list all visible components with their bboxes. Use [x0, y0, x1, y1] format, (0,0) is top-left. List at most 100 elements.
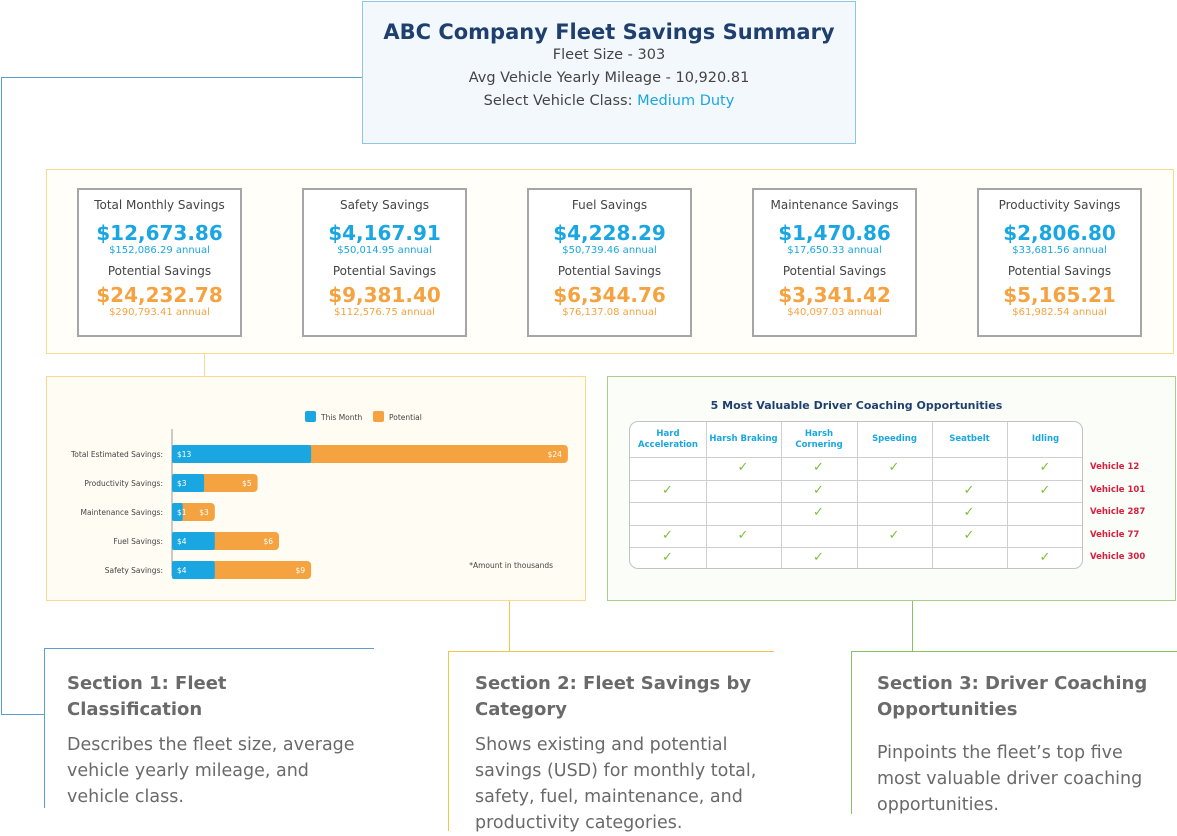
fleet-summary-header: ABC Company Fleet Savings Summary Fleet …: [362, 1, 856, 144]
section-1-title: Section 1: Fleet Classification: [67, 673, 227, 720]
vehicle-label[interactable]: Vehicle 12: [1090, 462, 1140, 472]
card-potential-value: $24,232.78: [96, 283, 223, 307]
legend-swatch: [305, 411, 316, 422]
bar-this-month: [172, 532, 215, 550]
data-label-this-month: $3: [177, 479, 187, 488]
data-label-potential: $9: [296, 566, 306, 575]
checkmark-icon: ✓: [963, 482, 975, 498]
column-header: Idling: [1031, 434, 1060, 444]
checkmark-icon: ✓: [813, 550, 824, 566]
vehicle-class-row: Select Vehicle Class: Medium Duty: [363, 90, 855, 113]
data-label-this-month: $1: [177, 508, 187, 517]
card-potential-label: Potential Savings: [332, 264, 437, 278]
column-header: Speeding: [872, 434, 917, 444]
card-potential-annual: $290,793.41 annual: [109, 307, 210, 318]
section-2-title: Section 2: Fleet Savings by Category: [475, 673, 752, 720]
column-divider: [857, 422, 858, 568]
card-value: $12,673.86: [96, 221, 223, 245]
row-divider: [630, 547, 1082, 549]
checkmark-icon: ✓: [1039, 482, 1051, 498]
checkmark-icon: ✓: [1039, 550, 1051, 566]
column-header: Harsh Braking: [709, 434, 778, 444]
page-title: ABC Company Fleet Savings Summary: [383, 20, 835, 44]
card-potential-value: $5,165.21: [1003, 283, 1116, 307]
data-label-this-month: $13: [177, 450, 192, 459]
card-annual: $17,650.33 annual: [787, 245, 882, 256]
fleet-size: Fleet Size - 303: [552, 47, 666, 63]
column-divider: [1007, 422, 1008, 568]
card-productivity: Productivity Savings $2,806.80 $33,681.5…: [977, 188, 1142, 337]
data-label-this-month: $4: [177, 537, 187, 546]
coaching-panel: 5 Most Valuable Driver Coaching Opportun…: [607, 376, 1176, 601]
section-3-text: Pinpoints the fleet’s top five most valu…: [877, 743, 1143, 815]
column-divider: [932, 422, 933, 568]
checkmark-icon: ✓: [737, 527, 749, 543]
card-potential-label: Potential Savings: [107, 264, 212, 278]
legend-swatch: [373, 411, 384, 422]
card-annual: $50,739.46 annual: [562, 245, 657, 256]
card-fuel: Fuel Savings $4,228.29 $50,739.46 annual…: [527, 188, 692, 337]
avg-mileage: Avg Vehicle Yearly Mileage - 10,920.81: [468, 70, 750, 86]
column-header: Seatbelt: [949, 434, 990, 444]
data-label-this-month: $4: [177, 566, 187, 575]
card-label: Total Monthly Savings: [94, 198, 225, 212]
bar-potential: [198, 474, 258, 492]
checkmark-icon: ✓: [963, 527, 975, 543]
data-label-potential: $5: [242, 479, 252, 488]
category-label: Maintenance Savings:: [80, 508, 163, 517]
checkmark-icon: ✓: [813, 505, 824, 521]
category-label: Safety Savings:: [105, 566, 163, 575]
card-potential-label: Potential Savings: [1007, 264, 1112, 278]
bar-this-month: [172, 503, 183, 521]
section-3-title: Section 3: Driver Coaching Opportunities: [877, 673, 1148, 720]
vehicle-label[interactable]: Vehicle 287: [1090, 507, 1146, 518]
bar-this-month: [172, 474, 205, 492]
section-1: Section 1: Fleet Classification Describe…: [44, 648, 374, 808]
column-divider: [781, 422, 782, 568]
card-potential-label: Potential Savings: [782, 264, 887, 278]
vehicle-class-select[interactable]: Medium Duty: [637, 93, 735, 109]
coaching-table: Hard Acceleration Harsh Braking Harsh Corn…: [629, 421, 1083, 569]
checkmark-icon: ✓: [662, 527, 673, 543]
checkmark-icon: ✓: [813, 482, 824, 498]
vehicle-label[interactable]: Vehicle 101: [1090, 484, 1146, 495]
data-label-potential: $6: [263, 537, 273, 546]
legend-label: Potential: [389, 413, 422, 422]
card-value: $4,167.91: [328, 221, 441, 245]
vehicle-label[interactable]: Vehicle 77: [1090, 529, 1140, 540]
bar-potential: [305, 445, 568, 463]
card-maintenance: Maintenance Savings $1,470.86 $17,650.33…: [752, 188, 917, 337]
coaching-title: 5 Most Valuable Driver Coaching Opportun…: [710, 399, 1003, 412]
card-label: Safety Savings: [339, 198, 430, 212]
column-header: Hard Acceleration: [638, 428, 698, 450]
bar-potential: [208, 532, 279, 550]
bar-this-month: [172, 561, 215, 579]
card-potential-value: $3,341.42: [778, 283, 891, 307]
card-potential-annual: $40,097.03 annual: [787, 307, 882, 318]
checkmark-icon: ✓: [662, 482, 673, 498]
row-divider: [630, 502, 1082, 504]
category-label: Fuel Savings:: [113, 537, 163, 546]
vehicle-label[interactable]: Vehicle 300: [1090, 552, 1146, 563]
row-divider: [630, 524, 1082, 526]
bar-this-month: [172, 445, 312, 463]
checkmark-icon: ✓: [813, 460, 824, 475]
card-potential-value: $6,344.76: [553, 283, 666, 307]
vehicle-class-label: Select Vehicle Class:: [483, 93, 633, 109]
section-2: Section 2: Fleet Savings by Category Sho…: [448, 651, 774, 833]
card-potential-annual: $76,137.08 annual: [562, 307, 657, 318]
card-value: $4,228.29: [553, 221, 666, 245]
card-potential-annual: $61,982.54 annual: [1012, 307, 1107, 318]
chart-note: *Amount in thousands: [469, 561, 553, 570]
data-label-potential: $24: [548, 450, 563, 459]
card-label: Maintenance Savings: [770, 198, 899, 212]
legend-label: This Month: [320, 413, 362, 422]
card-total-monthly: Total Monthly Savings $12,673.86 $152,08…: [77, 188, 242, 337]
card-potential-value: $9,381.40: [328, 283, 441, 307]
column-header: Harsh Cornering: [795, 428, 843, 450]
section-1-text: Describes the fleet size, average vehicl…: [67, 735, 355, 807]
bar-potential: [208, 561, 312, 579]
data-label-potential: $3: [199, 508, 209, 517]
